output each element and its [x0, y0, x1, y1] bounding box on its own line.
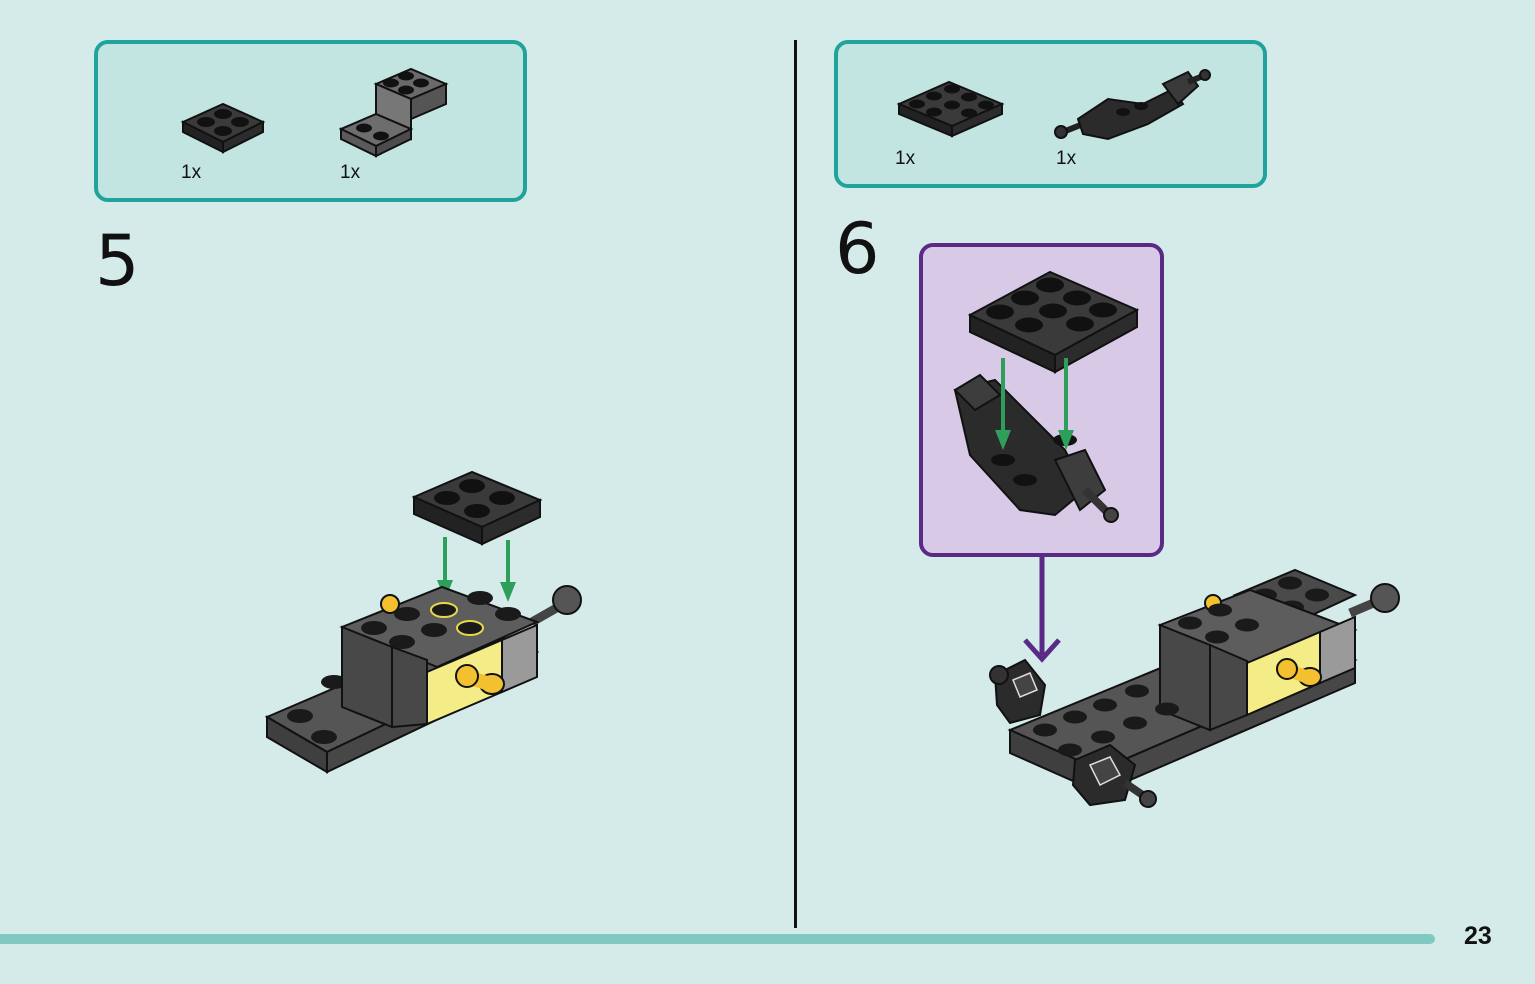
page-divider — [794, 40, 797, 928]
bracket-gray-icon — [338, 67, 449, 158]
callout-sub-assembly-illustration — [953, 270, 1140, 523]
axle-holder-black-icon — [1054, 69, 1211, 141]
part-quantity: 1x — [181, 162, 202, 183]
plate-2x3-black-icon — [896, 80, 1005, 138]
parts-list-step-5: 1x 1x — [94, 40, 527, 202]
page-number: 23 — [1464, 922, 1492, 950]
step-5-assembly-illustration — [264, 470, 582, 774]
step-number-6: 6 — [835, 208, 880, 290]
green-arrow-icon — [995, 358, 1074, 450]
footer-bar — [0, 934, 1435, 944]
part-quantity: 1x — [1056, 148, 1077, 169]
plate-2x2-black-icon — [180, 102, 266, 154]
step-6-assembly-illustration — [989, 568, 1400, 808]
part-quantity: 1x — [340, 162, 361, 183]
purple-arrow-icon — [1023, 557, 1061, 663]
parts-list-step-6: 1x 1x — [834, 40, 1267, 188]
plate-2x2-black-icon — [411, 470, 543, 546]
step-number-5: 5 — [95, 220, 140, 302]
part-quantity: 1x — [895, 148, 916, 169]
plate-2x3-black-icon — [967, 270, 1140, 374]
axle-holder-black-icon — [953, 373, 1119, 523]
